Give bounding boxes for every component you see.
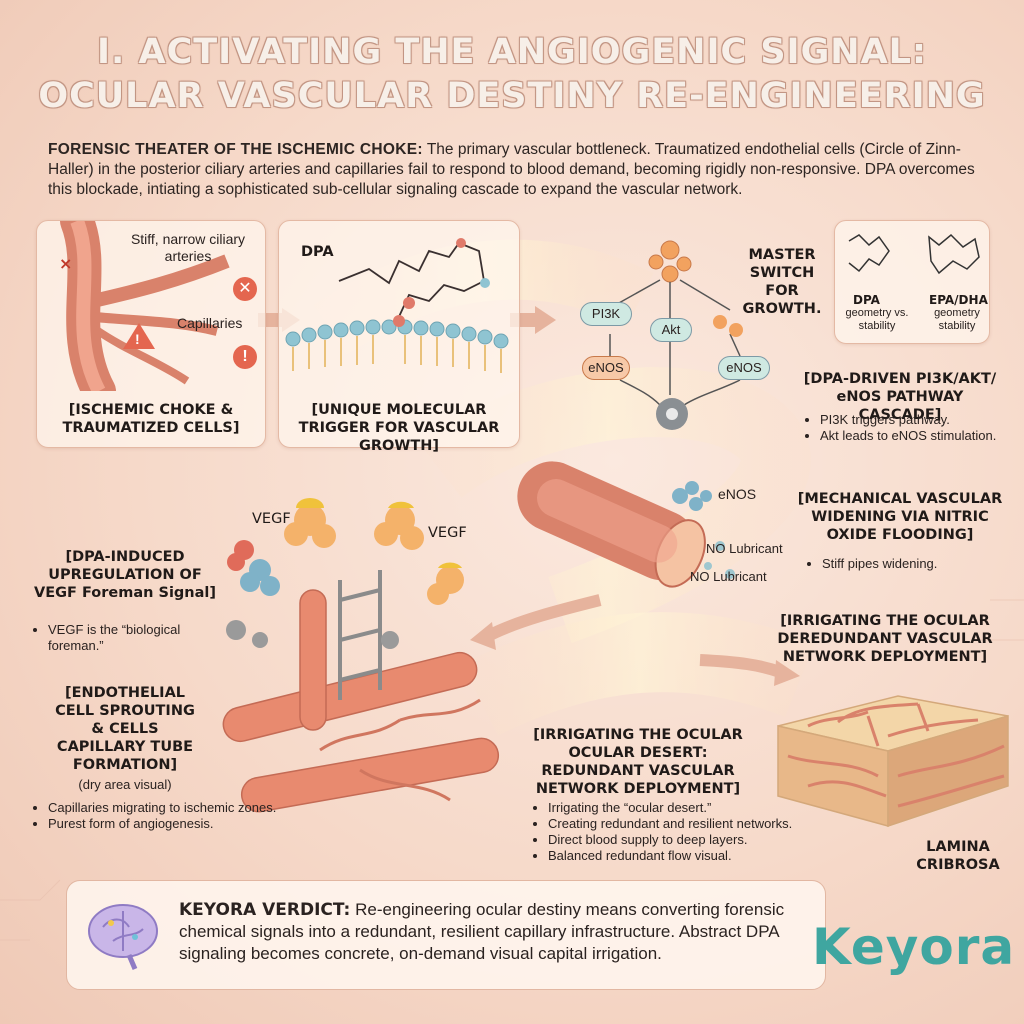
irrigating-mid-heading: [IRRIGATING THE OCULAR OCULAR DESERT: RE… — [533, 727, 743, 797]
label-master-switch: MASTER SWITCH FOR GROWTH. — [742, 247, 822, 317]
panel-ischemic-choke: × ✕ ! ! Stiff, narrow ciliary arteries C… — [36, 220, 266, 448]
page-title: I. ACTIVATING THE ANGIOGENIC SIGNAL: OCU… — [0, 30, 1024, 118]
pill-akt: Akt — [650, 318, 692, 342]
title-line-1: I. ACTIVATING THE ANGIOGENIC SIGNAL: — [97, 32, 927, 72]
irrigating-mid-bullets: Irrigating the “ocular desert.” Creating… — [534, 800, 818, 864]
arrow-to-sprouting — [487, 594, 602, 641]
label-epa-compare-sub: geometry stability — [934, 307, 980, 332]
label-enos-widening: eNOS — [718, 486, 757, 502]
verdict-text: KEYORA VERDICT: Re-engineering ocular de… — [179, 899, 809, 965]
artery-illustration: × — [59, 221, 230, 391]
label-no-lubricant-2: NO Lubricant — [690, 569, 767, 584]
widening-bullets: Stiff pipes widening. — [808, 556, 1002, 572]
arrow-to-tissue — [699, 654, 782, 678]
brain-icon — [88, 904, 158, 970]
sprouting-bullet: Capillaries migrating to ischemic zones. — [48, 800, 308, 816]
dpa-membrane-illustration — [285, 238, 509, 373]
sprouting-construction-illustration — [222, 498, 500, 813]
pill-pi3k: PI3K — [580, 302, 632, 326]
label-stiff-arteries: Stiff, narrow ciliary arteries — [130, 231, 246, 264]
irrigating-right-heading: [IRRIGATING THE OCULAR DEREDUNDANT VASCU… — [777, 613, 993, 665]
warning-triangle-icon — [123, 323, 155, 349]
pathway-arrows — [609, 240, 743, 430]
label-vegf-2: VEGF — [428, 525, 467, 541]
intro-text: The primary vascular bottleneck. Traumat… — [48, 141, 975, 198]
title-line-2: OCULAR VASCULAR DESTINY RE-ENGINEERING — [38, 76, 986, 116]
label-dpa-compare-sub: geometry vs. stability — [845, 307, 909, 332]
vessel-widening-illustration — [517, 461, 735, 588]
warn-x-icon-1: ✕ — [233, 277, 257, 301]
svg-text:×: × — [59, 254, 72, 273]
verdict-body: Re-engineering ocular destiny means conv… — [179, 900, 785, 963]
pill-enos-left: eNOS — [582, 356, 630, 380]
sprouting-sub: (dry area visual) — [78, 777, 172, 792]
widening-heading: [MECHANICAL VASCULAR WIDENING VIA NITRIC… — [797, 491, 1003, 543]
irrigating-mid-bullet: Creating redundant and resilient network… — [548, 816, 818, 832]
irrigating-mid-bullet: Direct blood supply to deep layers. — [548, 832, 818, 848]
label-vegf-1: VEGF — [252, 511, 291, 527]
label-dpa: DPA — [301, 244, 334, 260]
pathway-heading: [DPA-DRIVEN PI3K/AKT/ eNOS PATHWAY CASCA… — [803, 371, 997, 423]
pathway-bullet: Akt leads to eNOS stimulation. — [820, 428, 1010, 444]
label-capillaries: Capillaries — [177, 315, 243, 331]
verdict-box: KEYORA VERDICT: Re-engineering ocular de… — [66, 880, 826, 990]
label-lamina-cribrosa: LAMINA CRIBROSA — [916, 839, 1000, 873]
warn-exclaim-icon: ! — [233, 345, 257, 369]
irrigating-mid-bullet: Balanced redundant flow visual. — [548, 848, 818, 864]
vegf-bullets: VEGF is the “biological foreman.” — [34, 622, 228, 654]
intro-heading: FORENSIC THEATER OF THE ISCHEMIC CHOKE: — [48, 141, 423, 158]
vegf-bullet: VEGF is the “biological foreman.” — [48, 622, 228, 654]
sprouting-bullets: Capillaries migrating to ischemic zones.… — [34, 800, 308, 832]
label-dpa-compare: DPA — [853, 293, 880, 307]
pill-enos-right: eNOS — [718, 356, 770, 380]
panel-molecular-trigger: DPA [UNIQUE MOLECULAR TRIGGER FOR VASCUL… — [278, 220, 520, 454]
label-no-lubricant-1: NO Lubricant — [706, 541, 783, 556]
molecule-geometry-icons — [848, 233, 980, 275]
caption-ischemic-choke: [ISCHEMIC CHOKE & TRAUMATIZED CELLS] — [62, 402, 240, 436]
widening-bullet: Stiff pipes widening. — [822, 556, 1002, 572]
pathway-bullet: PI3K triggers pathway. — [820, 412, 1010, 428]
sprouting-heading: [ENDOTHELIAL CELL SPROUTING & CELLS CAPI… — [55, 685, 195, 773]
pathway-bullets: PI3K triggers pathway. Akt leads to eNOS… — [806, 412, 1010, 444]
caption-molecular-trigger: [UNIQUE MOLECULAR TRIGGER FOR VASCULAR G… — [298, 402, 500, 454]
verdict-heading: KEYORA VERDICT: — [179, 900, 351, 920]
vegf-heading: [DPA-INDUCED UPREGULATION OF VEGF Forema… — [33, 549, 216, 601]
keyora-logo: Keyora — [812, 918, 1016, 976]
irrigating-mid-bullet: Irrigating the “ocular desert.” — [548, 800, 818, 816]
label-epa-compare: EPA/DHA — [929, 293, 988, 307]
intro-paragraph: FORENSIC THEATER OF THE ISCHEMIC CHOKE: … — [48, 140, 978, 200]
tissue-block-illustration — [777, 695, 1009, 828]
warning-triangle-mark: ! — [135, 331, 140, 347]
panel-dpa-vs-epa: DPA geometry vs. stability EPA/DHA geome… — [834, 220, 990, 344]
sprouting-bullet: Purest form of angiogenesis. — [48, 816, 308, 832]
